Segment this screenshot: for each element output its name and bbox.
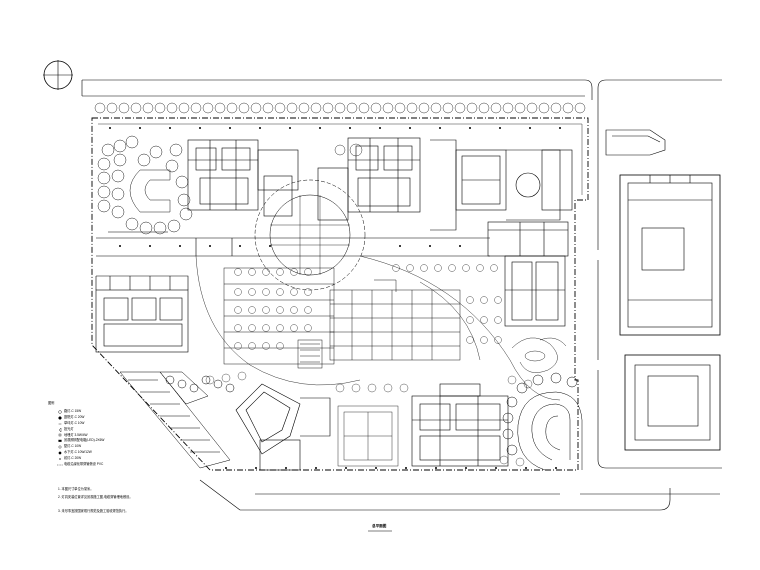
- right-road: [597, 79, 722, 469]
- legend-item-5: 地埋灯 3.5W/4W: [64, 433, 88, 437]
- legend-item-7: 壁灯-C 10W: [64, 444, 82, 448]
- note-3: 3. 未尽事宜按国家现行规范及施工验收规范执行。: [58, 509, 129, 513]
- legend-item-1: 路灯-C 15W: [64, 409, 82, 413]
- tree-row-south: [205, 371, 533, 467]
- legend-item-10: 电缆沿绿化带穿管敷设 PVC: [64, 462, 104, 466]
- top-road: [81, 79, 593, 100]
- building-south-east: [411, 383, 509, 467]
- building-top-middle: [317, 137, 421, 221]
- legend-item-8: 水下灯-C 10W/12W: [64, 450, 92, 454]
- legend-symbols: [57, 410, 63, 466]
- lighting-fixtures: [109, 127, 561, 469]
- title-underline: [368, 530, 392, 532]
- building-west: [95, 275, 189, 353]
- garden-swirls-east: [511, 337, 567, 373]
- swirl-garden: [502, 372, 583, 471]
- building-top-left: [187, 139, 299, 217]
- court-top-right: [430, 139, 573, 231]
- legend-item-4: 投光灯: [64, 427, 74, 431]
- right-building-north: [619, 174, 721, 336]
- central-circle-plaza: [254, 179, 366, 291]
- bottom-road: [199, 479, 720, 511]
- legend-item-6: 景观照明配电箱(LED)-2X6W: [64, 438, 105, 442]
- central-water-feature: [337, 405, 399, 467]
- tree-grid-central: [234, 264, 502, 350]
- tree-row-top: [94, 102, 586, 114]
- main-driveway: [96, 231, 490, 257]
- building-southwest-terrace: [119, 371, 235, 469]
- north-arrow-icon: [43, 60, 73, 90]
- site-boundary: [91, 117, 589, 471]
- curving-paths: [195, 255, 561, 401]
- legend-item-2: 庭院灯-C 20W: [64, 415, 85, 419]
- building-south-angled: [235, 383, 331, 471]
- note-2: 2. 灯具安装位置详见景观施工图,电缆穿管埋地敷设。: [58, 495, 133, 499]
- legend-item-3: 草坪灯-C 10W: [64, 421, 85, 425]
- building-east-strip: [487, 221, 569, 327]
- central-parking: [223, 267, 461, 369]
- right-building-south: [624, 354, 721, 451]
- drawing-title: 总平面图: [372, 524, 387, 528]
- left-curved-garden: [97, 135, 193, 235]
- note-1: 1. 本图尺寸单位为毫米。: [58, 487, 94, 491]
- legend-heading: 图例: [48, 401, 55, 405]
- legend-item-9: 射灯-C 20W: [64, 456, 82, 460]
